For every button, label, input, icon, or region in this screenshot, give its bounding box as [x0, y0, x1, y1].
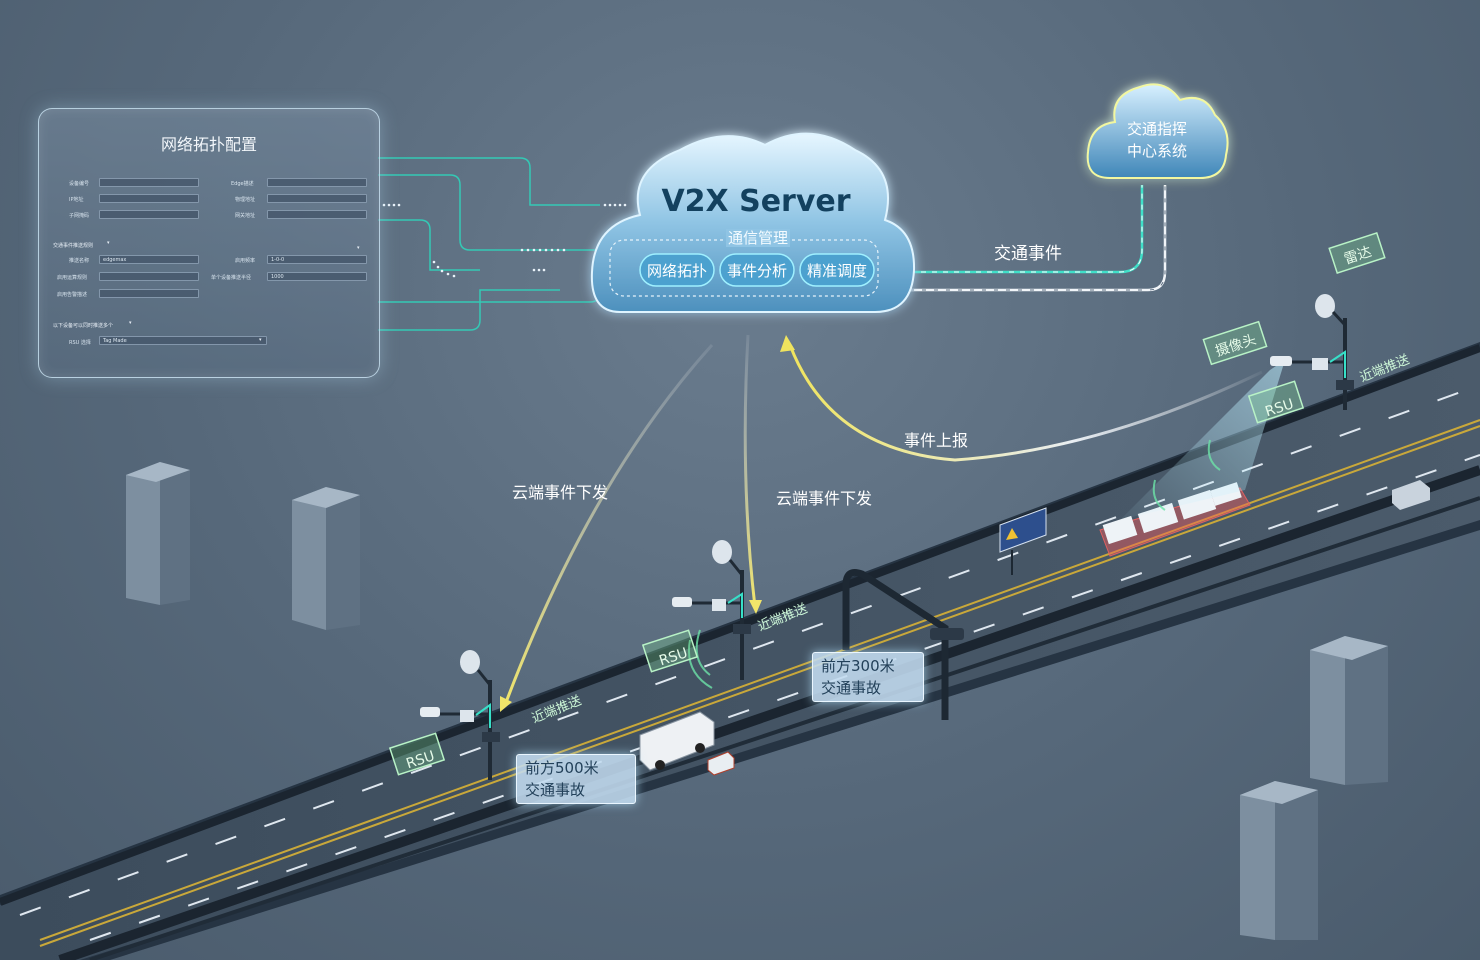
- command-center-cloud: [1086, 83, 1229, 179]
- callout-500m-line1: 前方500米: [525, 759, 599, 777]
- rule-label-radius: 单个设备推送半径: [211, 275, 252, 281]
- module-precise-dispatch: 精准调度: [807, 262, 867, 280]
- event-report-arrow: [780, 335, 1263, 462]
- rule-label-name: 推送名称: [69, 258, 90, 264]
- road-sign: [999, 507, 1047, 575]
- field-label-edge: Edge描述: [231, 181, 254, 187]
- mac-input[interactable]: [267, 194, 367, 203]
- rv-vehicle: [639, 711, 715, 771]
- section-rules-title: 交通事件推送规则: [53, 243, 94, 249]
- car-far: [1392, 480, 1430, 510]
- subnet-input[interactable]: [99, 210, 199, 219]
- cloud-dispatch-arrow-1: [500, 343, 714, 712]
- edge-input[interactable]: [267, 178, 367, 187]
- accident-callout-300m: 前方300米 交通事故: [812, 652, 924, 702]
- field-label-gateway: 网关地址: [235, 213, 256, 219]
- comm-management-label: 通信管理: [728, 229, 788, 247]
- accident-callout-500m: 前方500米 交通事故: [516, 754, 636, 804]
- rsu-pole-1: [420, 650, 500, 780]
- chevron-down-icon[interactable]: ▾: [107, 240, 110, 246]
- panel-connector-dots: [382, 203, 627, 278]
- section-rsu-title: 以下设备可以同时推送多个: [53, 323, 114, 329]
- rsu-select-label: RSU 选择: [69, 340, 91, 346]
- chevron-down-icon[interactable]: ▾: [129, 320, 132, 326]
- rule-label-alarm: 启用告警描述: [57, 292, 88, 298]
- module-event-analysis: 事件分析: [727, 262, 787, 280]
- camera-detection-beam: [1120, 360, 1285, 520]
- camera-label-box: [1202, 320, 1268, 366]
- rule-calc-input[interactable]: [99, 272, 199, 281]
- network-topology-config-panel: 网络拓扑配置 设备编号 IP地址 子网掩码 Edge描述 物理地址 网关地址 交…: [38, 108, 380, 378]
- config-panel-title: 网络拓扑配置: [160, 135, 257, 154]
- ip-input[interactable]: [99, 194, 199, 203]
- traffic-event-label: 交通事件: [994, 244, 1062, 264]
- gateway-input[interactable]: [267, 210, 367, 219]
- rsu-pole-2: [672, 540, 751, 680]
- small-car: [707, 751, 735, 776]
- building-1: [126, 462, 190, 605]
- rule-label-calc: 启用运算规则: [57, 275, 88, 281]
- field-label-ip: IP地址: [69, 197, 84, 203]
- field-label-subnet: 子网掩码: [69, 213, 90, 219]
- building-4: [1240, 781, 1318, 940]
- road-gantry: [842, 568, 964, 720]
- rule-radius-input[interactable]: 1000: [267, 272, 367, 281]
- callout-300m-line1: 前方300米: [821, 657, 895, 675]
- device-id-input[interactable]: [99, 178, 199, 187]
- building-3: [1310, 636, 1388, 785]
- rule-label-freq: 启用频率: [235, 258, 256, 264]
- chevron-down-icon[interactable]: ▾: [357, 245, 360, 251]
- cloud-dispatch-label-1: 云端事件下发: [512, 483, 608, 502]
- chevron-down-icon[interactable]: ▾: [259, 337, 262, 343]
- rsu-box-1: [388, 732, 446, 776]
- building-2: [292, 487, 360, 630]
- event-report-label: 事件上报: [904, 431, 968, 450]
- rsu-box-3: [1247, 380, 1305, 424]
- module-pills: [639, 253, 875, 287]
- rule-freq-input[interactable]: 1-0-0: [267, 255, 367, 264]
- near-push-arrows: [475, 350, 1346, 728]
- server-title: V2X Server: [661, 184, 850, 219]
- cloud-dispatch-label-2: 云端事件下发: [776, 489, 872, 508]
- rule-alarm-input[interactable]: [99, 289, 199, 298]
- callout-500m-line2: 交通事故: [525, 781, 586, 799]
- field-label-device-id: 设备编号: [69, 181, 90, 187]
- subtitle-mask: [726, 229, 790, 247]
- module-network-topology: 网络拓扑: [647, 262, 707, 280]
- rsu-select[interactable]: Tag Made: [99, 336, 267, 345]
- rule-name-input[interactable]: edgemax: [99, 255, 199, 264]
- radar-label-box: [1328, 231, 1386, 275]
- command-center-line2: 中心系统: [1127, 142, 1187, 160]
- traffic-event-link: [910, 185, 1167, 292]
- rsu-box-2: [641, 629, 699, 673]
- field-label-mac: 物理地址: [235, 197, 256, 203]
- cloud-dispatch-arrow-2: [743, 334, 762, 614]
- panel-connector-lines: [378, 157, 601, 331]
- command-center-line1: 交通指挥: [1127, 120, 1187, 138]
- callout-300m-line2: 交通事故: [821, 679, 882, 697]
